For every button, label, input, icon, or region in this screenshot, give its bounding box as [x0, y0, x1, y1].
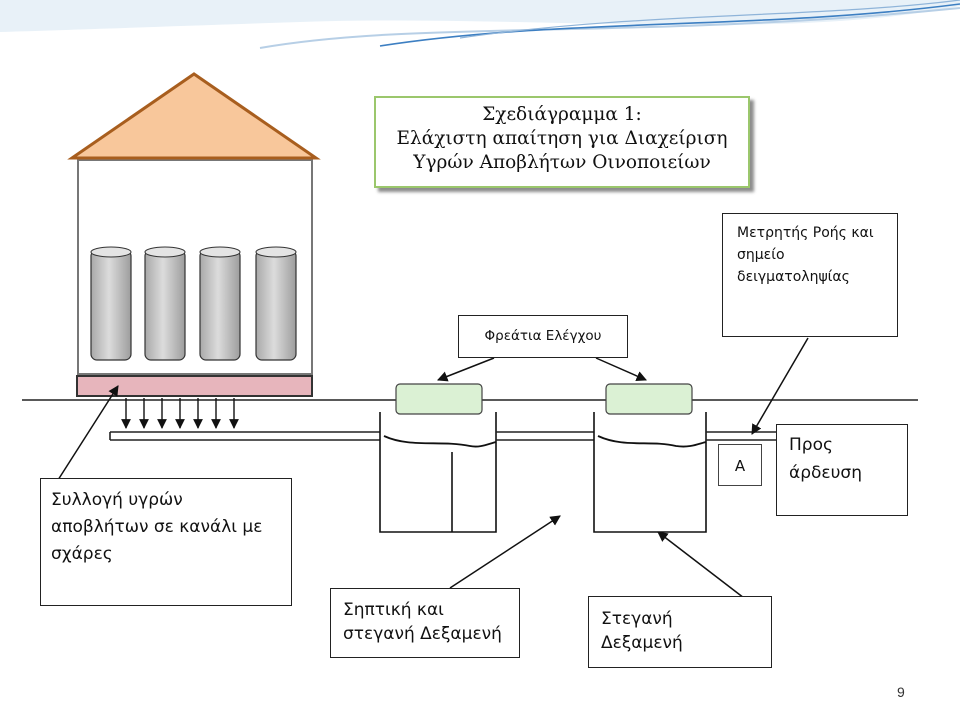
tight-tank-label-box: Στεγανή Δεξαμενή — [588, 596, 772, 668]
control-well-cover — [605, 383, 693, 415]
septic-tank-label: στεγανή Δεξαμενή — [343, 624, 502, 644]
wine-tank-top — [144, 246, 186, 258]
diagram-title-line: Ελάχιστη απαίτηση για Διαχείριση — [396, 128, 728, 149]
septic-tank-label-box: Σηπτική και στεγανή Δεξαμενή — [330, 588, 520, 658]
tight-pointer-arrow — [657, 531, 745, 599]
irrigation-pipe — [706, 431, 776, 441]
grate-icon — [76, 375, 313, 397]
wine-tank — [199, 249, 241, 361]
wine-tank-top — [90, 246, 132, 258]
septic-pointer-arrow — [449, 515, 561, 589]
collection-label-box: Συλλογή υγρών αποβλήτων σε κανάλι με σχά… — [40, 478, 292, 606]
page-number: 9 — [897, 684, 905, 700]
flow-meter-pointer-arrow — [751, 337, 809, 435]
flow-meter-label: σημείο — [737, 247, 785, 263]
flow-meter-label-box: Μετρητής Ροής και σημείο δειγματοληψίας — [722, 213, 898, 337]
tight-water-level — [597, 435, 707, 448]
tight-tank — [593, 412, 707, 533]
control-well-cover — [395, 383, 483, 415]
tank-connector-pipe — [496, 431, 594, 441]
flow-meter-label: Μετρητής Ροής και — [737, 225, 874, 241]
irrigation-label: άρδευση — [789, 463, 862, 483]
diagram-title-box: Σχεδιάγραμμα 1: Ελάχιστη απαίτηση για Δι… — [374, 96, 750, 188]
diagram-title-line: Υγρών Αποβλήτων Οινοποιείων — [413, 152, 711, 173]
tight-tank-walls — [593, 412, 707, 533]
irrigation-label: Προς — [789, 435, 833, 455]
septic-tank — [379, 412, 497, 533]
wells-pointer-arrow-left — [437, 357, 495, 382]
septic-tank-label: Σηπτική και — [343, 600, 444, 620]
wine-tank-top — [255, 246, 297, 258]
pointer-arrows — [57, 337, 809, 599]
control-wells-label: Φρεάτια Ελέγχου — [484, 328, 602, 344]
flow-meter-label: δειγματοληψίας — [737, 269, 850, 285]
collection-pipe — [109, 431, 380, 441]
wine-tank — [144, 249, 186, 361]
wave-stroke-4 — [459, 0, 960, 39]
tight-tank-label: Στεγανή — [601, 609, 673, 629]
diagram-title-line: Σχεδιάγραμμα 1: — [482, 104, 642, 125]
wave-stroke-3 — [379, 3, 960, 47]
point-a-label: A — [734, 457, 746, 475]
collection-label: Συλλογή υγρών — [51, 490, 183, 510]
collection-label: σχάρες — [51, 544, 113, 564]
drain-arrows — [121, 398, 239, 429]
wave-decoration — [0, 0, 960, 49]
wine-tank-top — [199, 246, 241, 258]
septic-tank-walls — [379, 412, 497, 533]
roof-icon — [67, 72, 321, 160]
tight-tank-label: Δεξαμενή — [601, 633, 683, 653]
wells-pointer-arrow-right — [595, 357, 647, 381]
collection-label: αποβλήτων σε κανάλι με — [51, 517, 263, 537]
point-a-box: A — [718, 444, 762, 486]
wine-tank-icon — [90, 246, 297, 361]
septic-water-level — [383, 435, 497, 448]
winery-building — [67, 72, 321, 397]
wine-tank — [90, 249, 132, 361]
collection-pointer-arrow — [57, 385, 119, 481]
wine-tank — [255, 249, 297, 361]
control-wells-label-box: Φρεάτια Ελέγχου — [458, 315, 628, 358]
irrigation-label-box: Προς άρδευση — [776, 424, 908, 516]
